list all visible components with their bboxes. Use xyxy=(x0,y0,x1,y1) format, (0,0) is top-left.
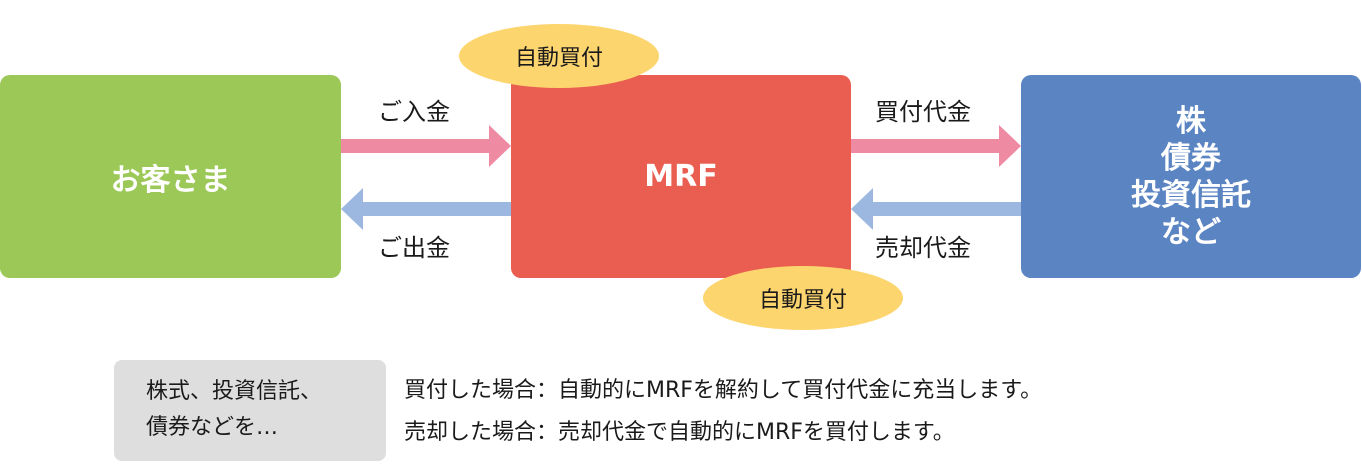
customer-node: お客さま xyxy=(0,75,341,278)
sell-amount-arrow xyxy=(851,188,1021,230)
note-box: 株式、投資信託、 債券などを… xyxy=(114,360,386,461)
mrf-node: MRF xyxy=(511,75,851,278)
note-box-line-1: 株式、投資信託、 xyxy=(146,379,323,404)
deposit-arrow-shape xyxy=(341,125,511,167)
buy-amount-arrow-shape xyxy=(851,125,1021,167)
auto-buy-badge-bottom-label: 自動買付 xyxy=(758,288,847,313)
note-buy-case: 買付した場合：自動的にMRFを解約して買付代金に充当します。 xyxy=(404,378,1043,403)
note-sell-case: 売却した場合：売却代金で自動的にMRFを買付します。 xyxy=(404,420,955,445)
buy-amount-label: 買付代金 xyxy=(875,98,971,126)
customer-label: お客さま xyxy=(110,162,231,198)
buy-amount-arrow xyxy=(851,125,1021,167)
note-box-line-2: 債券などを… xyxy=(146,415,279,440)
assets-label-line-3: 投資信託 xyxy=(1131,177,1251,213)
deposit-arrow xyxy=(341,125,511,167)
withdraw-arrow xyxy=(341,188,511,230)
assets-label-line-2: 債券 xyxy=(1161,140,1221,176)
auto-buy-badge-top: 自動買付 xyxy=(459,24,659,88)
assets-node: 株 債券 投資信託 など xyxy=(1021,75,1361,278)
sell-amount-arrow-shape xyxy=(851,188,1021,230)
deposit-label: ご入金 xyxy=(378,98,450,126)
assets-label-line-1: 株 xyxy=(1176,103,1206,139)
auto-buy-badge-top-label: 自動買付 xyxy=(514,46,603,71)
auto-buy-badge-bottom: 自動買付 xyxy=(703,266,903,330)
assets-label-line-4: など xyxy=(1161,214,1221,250)
withdraw-label: ご出金 xyxy=(378,234,450,262)
sell-amount-label: 売却代金 xyxy=(875,234,971,262)
withdraw-arrow-shape xyxy=(341,188,511,230)
mrf-label: MRF xyxy=(644,159,718,194)
